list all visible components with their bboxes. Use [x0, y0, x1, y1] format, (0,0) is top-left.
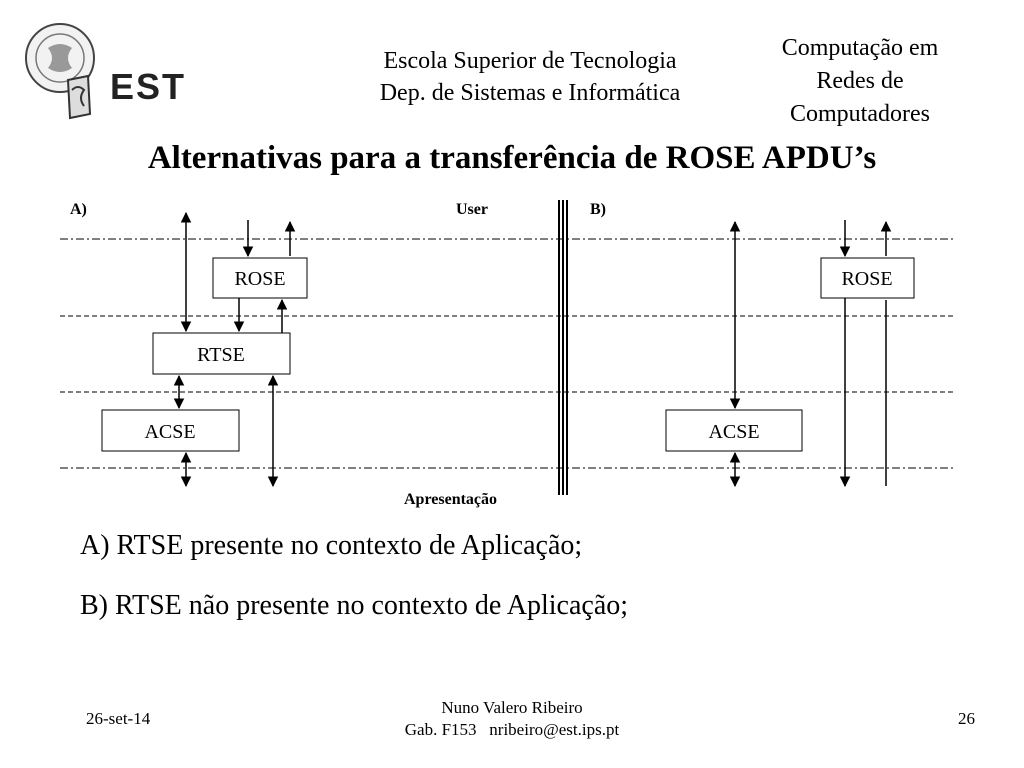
- box-acse-b-label: ACSE: [708, 421, 759, 443]
- box-rtse-a: [152, 332, 291, 375]
- label-alternative-b: B): [590, 201, 606, 218]
- box-acse-a: [101, 409, 240, 452]
- box-rtse-a-label: RTSE: [197, 344, 245, 366]
- box-rose-a-label: ROSE: [234, 268, 285, 290]
- page-number: 26: [958, 709, 975, 728]
- box-rose-a: [212, 257, 308, 299]
- label-user: User: [456, 201, 488, 218]
- label-presentation: Apresentação: [404, 491, 497, 508]
- logo-shield-icon: [66, 74, 92, 120]
- course-name-line: Computadores: [790, 101, 930, 127]
- box-acse-a-label: ACSE: [144, 421, 195, 443]
- bullet-alternative-a: A) RTSE presente no contexto de Aplicaçã…: [80, 530, 583, 561]
- school-logo: [25, 23, 95, 120]
- course-name-line: Computação em: [781, 35, 939, 61]
- course-name-line: Redes de: [816, 68, 904, 94]
- department-name: Dep. de Sistemas e Informática: [379, 80, 681, 106]
- footer-date: 26-set-14: [86, 709, 151, 728]
- school-name: Escola Superior de Tecnologia: [383, 48, 677, 74]
- box-acse-b: [665, 409, 803, 452]
- slide-title: Alternativas para a transferência de ROS…: [147, 140, 877, 176]
- box-rose-b-label: ROSE: [841, 268, 892, 290]
- footer-author-block: Nuno Valero Ribeiro Gab. F153 nribeiro@e…: [352, 697, 672, 741]
- logo-text: EST: [110, 66, 187, 107]
- footer-author: Nuno Valero Ribeiro: [441, 698, 583, 717]
- label-alternative-a: A): [70, 201, 87, 218]
- course-name: Computação em Redes de Computadores: [745, 32, 975, 131]
- box-rose-b: [820, 257, 915, 299]
- footer-contact: Gab. F153 nribeiro@est.ips.pt: [404, 720, 620, 739]
- bullet-alternative-b: B) RTSE não presente no contexto de Apli…: [80, 590, 629, 621]
